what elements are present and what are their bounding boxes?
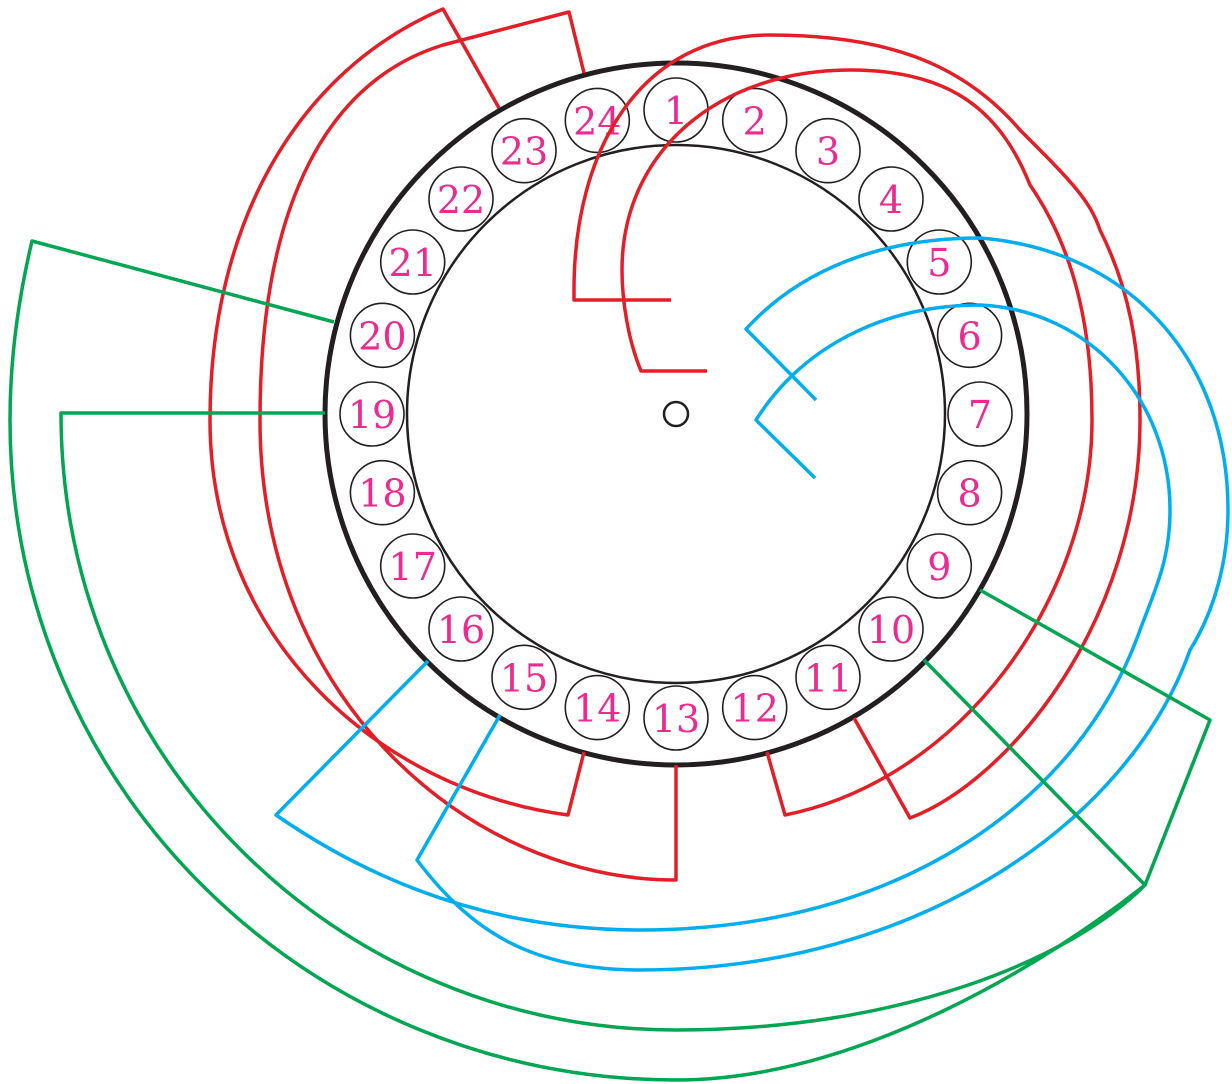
- slot-7: [947, 381, 1013, 447]
- slot-5: [906, 229, 973, 295]
- winding-red-d: [208, 7, 586, 817]
- slot-9: [906, 533, 973, 599]
- slot-label-8: 8: [958, 472, 982, 516]
- slot-label-6: 6: [958, 314, 982, 358]
- slot-19: [339, 381, 405, 447]
- slot-label-15: 15: [500, 656, 548, 700]
- slot-21: [379, 229, 446, 295]
- slot-label-22: 22: [437, 178, 485, 222]
- slot-18: [349, 459, 416, 526]
- slot-15: [491, 644, 557, 711]
- slot-3: [795, 117, 861, 184]
- slot-label-2: 2: [743, 99, 767, 143]
- slot-label-16: 16: [437, 608, 485, 652]
- slot-8: [936, 459, 1003, 526]
- winding-blue-a: [415, 236, 1230, 972]
- slot-label-20: 20: [358, 314, 406, 358]
- winding-red-b: [620, 68, 1094, 817]
- slot-24: [564, 87, 631, 154]
- slot-4: [858, 166, 924, 232]
- slot-label-23: 23: [500, 130, 548, 174]
- slot-6: [936, 302, 1003, 369]
- slot-label-5: 5: [927, 241, 951, 285]
- slot-2: [721, 87, 788, 154]
- stator-inner-ring: [405, 143, 947, 685]
- slot-label-7: 7: [968, 393, 992, 437]
- slot-label-18: 18: [358, 472, 406, 516]
- winding-red-c: [258, 10, 678, 882]
- slot-23: [491, 117, 557, 184]
- slot-label-9: 9: [927, 545, 951, 589]
- slot-label-14: 14: [573, 687, 621, 731]
- slot-20: [349, 302, 416, 369]
- slot-22: [428, 166, 494, 232]
- slot-label-4: 4: [879, 178, 903, 222]
- slot-10: [858, 596, 924, 662]
- slot-12: [721, 674, 788, 741]
- slot-14: [564, 674, 631, 741]
- winding-green-b: [59, 411, 1147, 1032]
- winding-green-a: [8, 239, 1212, 1082]
- stator-center-hole: [662, 400, 690, 428]
- slot-label-21: 21: [389, 241, 437, 285]
- slot-label-17: 17: [389, 545, 437, 589]
- slot-label-10: 10: [867, 608, 915, 652]
- slot-label-19: 19: [348, 393, 396, 437]
- slot-label-24: 24: [573, 99, 621, 143]
- slot-16: [428, 596, 494, 662]
- winding-blue-b: [274, 303, 1172, 932]
- slot-13: [643, 685, 709, 751]
- winding-red-a: [572, 33, 1142, 820]
- slot-label-12: 12: [731, 687, 779, 731]
- slot-17: [379, 533, 446, 599]
- slot-label-3: 3: [816, 130, 840, 174]
- slot-11: [795, 644, 861, 711]
- slot-label-13: 13: [652, 697, 700, 741]
- stator-outer-ring: [322, 60, 1030, 768]
- slot-label-11: 11: [804, 656, 852, 700]
- winding-group: [8, 7, 1230, 1082]
